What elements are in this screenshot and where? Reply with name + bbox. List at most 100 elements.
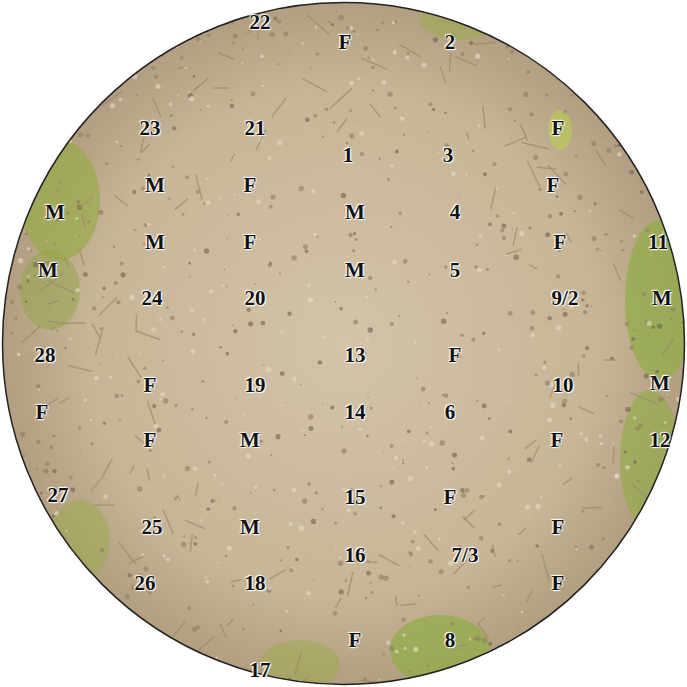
pebble xyxy=(202,318,205,321)
pebble xyxy=(519,624,521,626)
pebble xyxy=(172,126,176,130)
pebble xyxy=(479,235,483,239)
pebble xyxy=(522,144,524,146)
pebble xyxy=(128,573,132,577)
pebble xyxy=(517,560,519,562)
pebble xyxy=(598,108,601,111)
pebble xyxy=(567,283,568,284)
pebble xyxy=(291,255,296,260)
pebble xyxy=(147,223,150,226)
pebble xyxy=(291,273,293,275)
plot-label: F xyxy=(554,232,567,253)
pebble xyxy=(289,568,293,572)
pebble xyxy=(512,229,513,230)
pebble xyxy=(604,234,606,236)
pebble xyxy=(103,422,106,425)
pebble xyxy=(633,329,635,331)
twig xyxy=(272,98,287,118)
pebble xyxy=(545,380,550,385)
pebble xyxy=(641,29,646,34)
twig xyxy=(195,483,198,496)
pebble xyxy=(78,117,81,120)
pebble xyxy=(269,262,272,265)
pebble xyxy=(232,506,236,510)
pebble xyxy=(666,394,668,396)
pebble xyxy=(103,494,108,499)
pebble xyxy=(354,119,355,120)
pebble xyxy=(70,488,75,493)
pebble xyxy=(109,375,112,378)
pebble xyxy=(15,51,17,53)
pebble xyxy=(349,133,354,138)
pebble xyxy=(116,141,118,143)
plot-label: 22 xyxy=(250,12,271,33)
pebble xyxy=(529,112,533,116)
pebble xyxy=(403,459,405,461)
pebble xyxy=(476,636,481,641)
pebble xyxy=(562,312,567,317)
pebble xyxy=(631,639,632,640)
pebble xyxy=(540,495,543,498)
twig xyxy=(213,87,230,89)
pebble xyxy=(562,399,567,404)
pebble xyxy=(4,214,6,216)
pebble xyxy=(21,606,24,609)
pebble xyxy=(328,21,330,23)
pebble xyxy=(408,476,413,481)
pebble xyxy=(45,462,50,467)
pebble xyxy=(25,233,27,235)
pebble xyxy=(534,627,539,632)
pebble xyxy=(599,435,602,438)
pebble xyxy=(438,152,440,154)
pebble xyxy=(355,238,358,241)
pebble xyxy=(572,668,573,669)
pebble xyxy=(509,400,511,402)
pebble xyxy=(512,212,514,214)
pebble xyxy=(364,597,367,600)
pebble xyxy=(437,537,441,541)
pebble xyxy=(240,681,244,685)
pebble xyxy=(211,14,212,15)
pebble xyxy=(508,311,513,316)
pebble xyxy=(313,579,314,580)
pebble xyxy=(268,587,271,590)
pebble xyxy=(261,84,264,87)
pebble xyxy=(620,240,623,243)
twig xyxy=(492,545,495,558)
pebble xyxy=(36,384,40,388)
pebble xyxy=(585,346,589,350)
pebble xyxy=(523,92,528,97)
pebble xyxy=(460,488,465,493)
pebble xyxy=(76,199,80,203)
pebble xyxy=(371,66,375,70)
pebble xyxy=(185,666,187,668)
pebble xyxy=(84,398,87,401)
pebble xyxy=(389,444,393,448)
pebble xyxy=(66,211,69,214)
pebble xyxy=(162,266,164,268)
pebble xyxy=(477,268,482,273)
pebble xyxy=(56,189,59,192)
twig xyxy=(531,445,539,464)
pebble xyxy=(242,19,243,20)
pebble xyxy=(302,498,307,503)
pebble xyxy=(682,635,683,636)
pebble xyxy=(380,485,383,488)
pebble xyxy=(590,544,594,548)
twig xyxy=(478,617,485,623)
pebble xyxy=(301,430,303,432)
twig xyxy=(173,621,185,636)
pebble xyxy=(581,510,584,513)
plot-label: 5 xyxy=(450,260,461,281)
pebble xyxy=(625,407,630,412)
pebble xyxy=(466,680,467,681)
pebble xyxy=(577,637,582,642)
twig xyxy=(566,233,571,242)
plot-label: F xyxy=(244,175,257,196)
pebble xyxy=(54,511,59,516)
pebble xyxy=(172,165,175,168)
pebble xyxy=(402,462,404,464)
pebble xyxy=(39,113,45,119)
plot-label: M xyxy=(38,260,58,281)
